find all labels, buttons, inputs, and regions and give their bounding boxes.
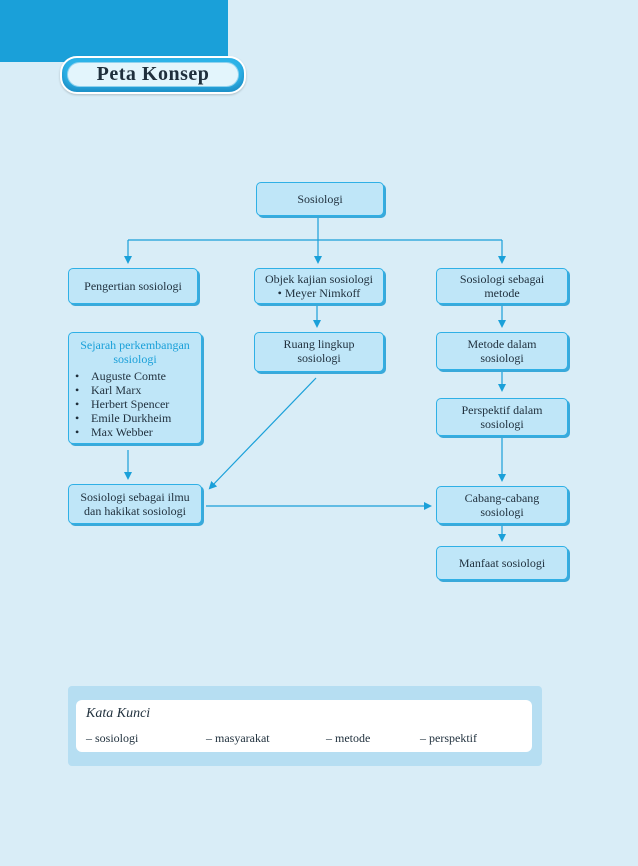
page-title: Peta Konsep (67, 62, 239, 87)
node-metode-label-line2: metode (484, 286, 520, 300)
node-pengertian-label: Pengertian sosiologi (84, 279, 182, 293)
node-cabang-line1: Cabang-cabang (464, 491, 540, 505)
arrow-ruang-to-ilmu (208, 377, 317, 490)
node-manfaat-sosiologi: Manfaat sosiologi (436, 546, 568, 580)
bullet-icon: • (75, 411, 80, 425)
node-ilmu-line1: Sosiologi sebagai ilmu (80, 490, 190, 504)
node-pengertian-sosiologi: Pengertian sosiologi (68, 268, 198, 304)
list-item: •Herbert Spencer (75, 397, 170, 411)
list-item: •Max Webber (75, 425, 153, 439)
node-perspektif-line1: Perspektif dalam (461, 403, 543, 417)
node-perspektif-line2: sosiologi (480, 417, 524, 431)
concept-map-title-badge: Peta Konsep (60, 56, 246, 94)
tokoh-list: •Auguste Comte •Karl Marx •Herbert Spenc… (75, 369, 171, 439)
node-ruang-lingkup: Ruang lingkup sosiologi (254, 332, 384, 372)
list-item: •Emile Durkheim (75, 411, 172, 425)
node-manfaat-label: Manfaat sosiologi (458, 556, 546, 570)
bullet-icon: • (75, 369, 80, 383)
node-objek-kajian: Objek kajian sosiologi • Meyer Nimkoff (254, 268, 384, 304)
kata-kunci-item: – perspektif (420, 731, 477, 745)
bullet-icon: • (75, 397, 80, 411)
node-perspektif-dalam-sosiologi: Perspektif dalam sosiologi (436, 398, 568, 436)
node-sosiologi-sebagai-metode: Sosiologi sebagai metode (436, 268, 568, 304)
node-ruang-label-line1: Ruang lingkup (283, 337, 355, 351)
node-cabang-cabang-sosiologi: Cabang-cabang sosiologi (436, 486, 568, 524)
node-sejarah-perkembangan: Sejarah perkembangan sosiologi •Auguste … (68, 332, 202, 444)
list-item: •Auguste Comte (75, 369, 166, 383)
node-ruang-label-line2: sosiologi (297, 351, 341, 365)
bullet-icon: • (75, 425, 80, 439)
node-metode-label-line1: Sosiologi sebagai (459, 272, 545, 286)
node-sejarah-heading-line2: sosiologi (113, 352, 157, 366)
bullet-icon: • (75, 383, 80, 397)
kata-kunci-item: – metode (326, 731, 371, 745)
node-cabang-line2: sosiologi (480, 505, 524, 519)
node-objek-label: Objek kajian sosiologi (265, 272, 373, 286)
node-sosiologi: Sosiologi (256, 182, 384, 216)
node-ilmu-line2: dan hakikat sosiologi (84, 504, 186, 518)
node-sosiologi-label: Sosiologi (297, 192, 343, 206)
node-sejarah-heading-line1: Sejarah perkembangan (80, 338, 190, 352)
node-objek-tokoh: • Meyer Nimkoff (277, 286, 361, 300)
node-metode-dalam-sosiologi: Metode dalam sosiologi (436, 332, 568, 370)
kata-kunci-card (76, 700, 532, 752)
node-sosiologi-sebagai-ilmu: Sosiologi sebagai ilmu dan hakikat sosio… (68, 484, 202, 524)
node-metode-dalam-line1: Metode dalam (467, 337, 537, 351)
kata-kunci-item: – masyarakat (206, 731, 270, 745)
header-corner-block (0, 0, 228, 62)
node-metode-dalam-line2: sosiologi (480, 351, 524, 365)
list-item: •Karl Marx (75, 383, 142, 397)
kata-kunci-title: Kata Kunci (86, 706, 151, 721)
kata-kunci-item: – sosiologi (86, 731, 139, 745)
